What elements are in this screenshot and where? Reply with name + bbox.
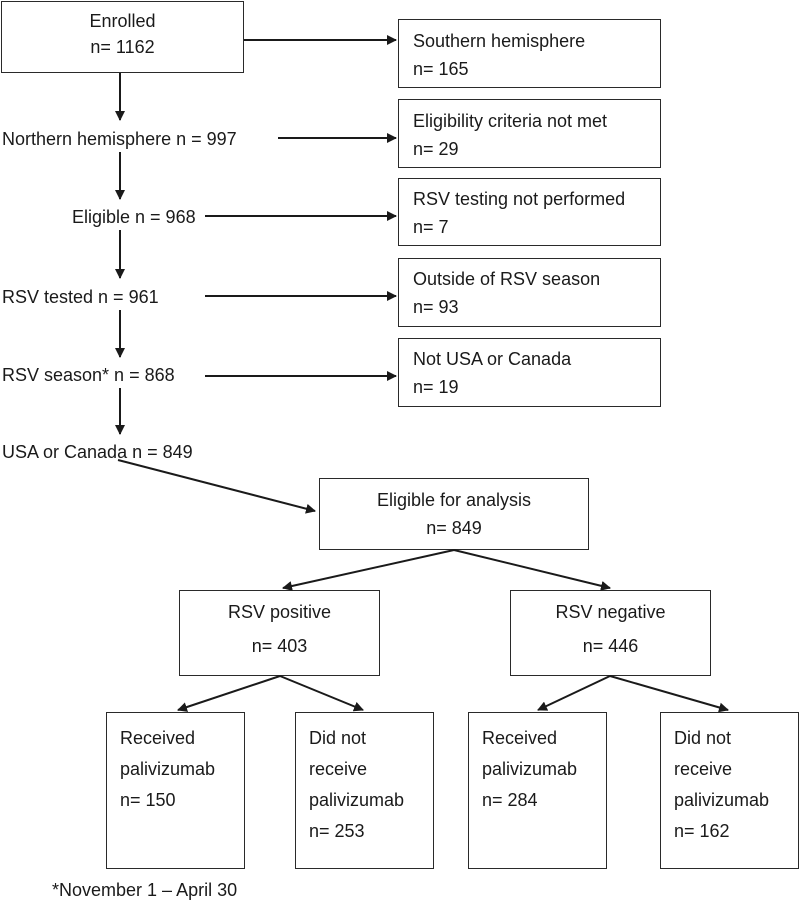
subgroup-line: Received bbox=[120, 728, 196, 748]
analysis-box: Eligible for analysis n= 849 bbox=[319, 478, 589, 550]
subgroup-line: receive bbox=[674, 759, 733, 779]
subgroup-line: Did not bbox=[309, 728, 367, 748]
exclusion-box-season: Outside of RSV season n= 93 bbox=[398, 258, 661, 327]
exclusion-box-southern-hemisphere: Southern hemisphere n= 165 bbox=[398, 19, 661, 88]
eligible-text: Eligible n = 968 bbox=[72, 207, 196, 227]
enrolled-label: Enrolled bbox=[89, 11, 156, 31]
usa-canada-text: USA or Canada n = 849 bbox=[2, 442, 193, 462]
arrow-diagonal bbox=[279, 675, 364, 712]
exclusion-label: RSV testing not performed bbox=[413, 189, 626, 209]
rsv-season-text: RSV season* n = 868 bbox=[2, 365, 175, 385]
subgroup-count: n= 253 bbox=[309, 821, 365, 841]
subgroup-count: n= 150 bbox=[120, 790, 176, 810]
rsv-positive-box: RSV positive n= 403 bbox=[179, 590, 380, 676]
exclusion-label: Southern hemisphere bbox=[413, 31, 586, 51]
exclusion-label: Not USA or Canada bbox=[413, 349, 572, 369]
arrow-diagonal bbox=[537, 675, 611, 711]
exclusion-box-eligibility: Eligibility criteria not met n= 29 bbox=[398, 99, 661, 168]
exclusion-box-country: Not USA or Canada n= 19 bbox=[398, 338, 661, 407]
exclusion-count: n= 93 bbox=[413, 297, 459, 317]
analysis-count: n= 849 bbox=[426, 518, 482, 538]
subgroup-line: Received bbox=[482, 728, 558, 748]
analysis-label: Eligible for analysis bbox=[376, 490, 532, 510]
enrolled-count: n= 1162 bbox=[90, 37, 155, 57]
rsv-tested-text: RSV tested n = 961 bbox=[2, 287, 159, 307]
subgroup-line: palivizumab bbox=[309, 790, 405, 810]
exclusion-box-testing: RSV testing not performed n= 7 bbox=[398, 178, 661, 246]
arrow-diagonal bbox=[117, 459, 316, 514]
subgroup-box-negative-not-received: Did not receive palivizumab n= 162 bbox=[660, 712, 799, 869]
northern-hemisphere-text: Northern hemisphere n = 997 bbox=[2, 129, 237, 149]
subgroup-count: n= 284 bbox=[482, 790, 538, 810]
exclusion-label: Outside of RSV season bbox=[413, 269, 601, 289]
exclusion-count: n= 29 bbox=[413, 139, 459, 159]
group-label: RSV negative bbox=[555, 602, 666, 622]
arrow-diagonal bbox=[282, 549, 455, 591]
subgroup-line: Did not bbox=[674, 728, 732, 748]
subgroup-line: palivizumab bbox=[674, 790, 770, 810]
subgroup-box-positive-received: Received palivizumab n= 150 bbox=[106, 712, 245, 869]
subgroup-line: palivizumab bbox=[482, 759, 578, 779]
group-count: n= 446 bbox=[582, 636, 639, 656]
subgroup-box-negative-received: Received palivizumab n= 284 bbox=[468, 712, 607, 869]
arrow-diagonal bbox=[453, 549, 611, 591]
group-count: n= 403 bbox=[251, 636, 308, 656]
exclusion-count: n= 19 bbox=[413, 377, 459, 397]
subgroup-line: palivizumab bbox=[120, 759, 216, 779]
exclusion-label: Eligibility criteria not met bbox=[413, 111, 608, 131]
subgroup-box-positive-not-received: Did not receive palivizumab n= 253 bbox=[295, 712, 434, 869]
footnote: *November 1 – April 30 bbox=[52, 880, 238, 900]
enrolled-box: Enrolled n= 1162 bbox=[1, 1, 244, 73]
rsv-negative-box: RSV negative n= 446 bbox=[510, 590, 711, 676]
arrow-diagonal bbox=[177, 675, 281, 712]
subgroup-count: n= 162 bbox=[674, 821, 730, 841]
exclusion-count: n= 165 bbox=[413, 59, 469, 79]
arrow-diagonal bbox=[609, 675, 729, 713]
group-label: RSV positive bbox=[227, 602, 332, 622]
exclusion-count: n= 7 bbox=[413, 217, 449, 237]
subgroup-line: receive bbox=[309, 759, 368, 779]
